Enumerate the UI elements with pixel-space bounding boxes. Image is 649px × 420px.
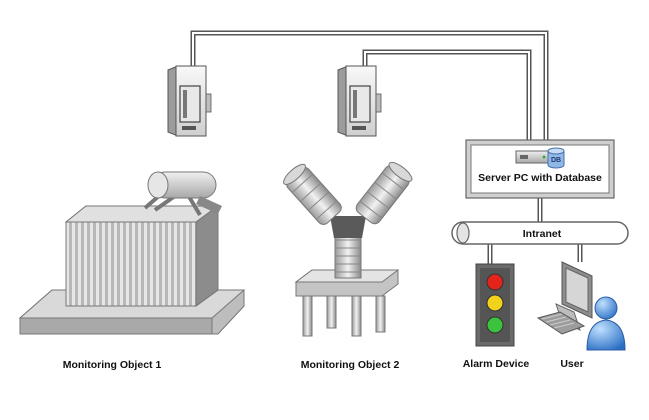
traffic-light-icon	[475, 263, 515, 347]
alarm-yellow-light	[486, 294, 504, 312]
user-label: User	[560, 358, 583, 370]
db-badge: DB	[551, 157, 561, 164]
intranet-bus: Intranet	[451, 221, 629, 245]
alarm-green-light	[486, 316, 504, 334]
monitoring-object-2-label: Monitoring Object 2	[301, 359, 400, 371]
monitoring-unit-icon	[167, 65, 212, 137]
transformer-icon	[18, 171, 246, 335]
server-label: Server PC with Database	[478, 172, 602, 184]
database-icon: DB	[547, 147, 565, 169]
computer-icon	[536, 261, 593, 335]
bushing-icon	[283, 161, 413, 337]
monitoring-object-1-label: Monitoring Object 1	[63, 359, 162, 371]
alarm-device-label: Alarm Device	[463, 358, 530, 370]
server-icon	[515, 150, 551, 164]
server-box: DB Server PC with Database	[465, 139, 615, 199]
user-icon	[586, 296, 626, 351]
monitoring-unit-icon	[337, 65, 382, 137]
intranet-label: Intranet	[523, 228, 562, 240]
alarm-red-light	[486, 273, 504, 291]
